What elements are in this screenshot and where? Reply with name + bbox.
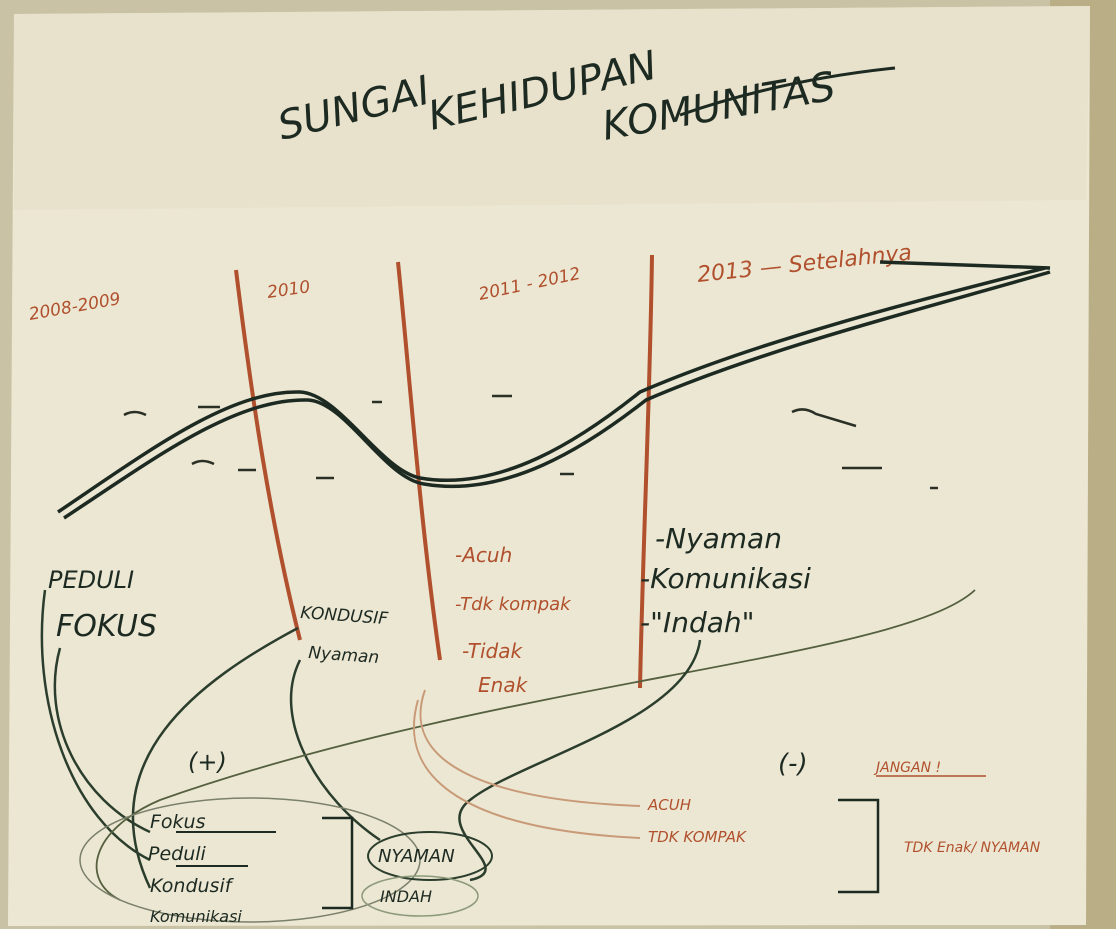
outcome-indah-oval <box>361 875 479 917</box>
ripple <box>191 459 215 466</box>
outcome-indah: INDAH <box>380 887 432 906</box>
river-line-upper <box>57 266 1046 514</box>
word-peduli: PEDULI <box>48 566 134 594</box>
connector-nyaman <box>289 659 381 842</box>
word-nyaman-mid: Nyaman <box>308 643 380 668</box>
life-river <box>57 260 1051 520</box>
center-words: -Acuh -Tdk kompak -Tidak Enak <box>455 543 572 697</box>
divider-2 <box>396 261 442 661</box>
word-tidak-kompak: -Tdk kompak <box>455 594 572 615</box>
title-underline <box>679 66 896 117</box>
ripple <box>123 410 147 417</box>
positive-underlines <box>176 831 276 867</box>
word-nyaman-right: -Nyaman <box>655 522 782 555</box>
positive-item-1: Fokus <box>150 811 206 833</box>
connector-lines <box>40 589 976 901</box>
negative-item-1: ACUH <box>647 796 691 814</box>
middle-words: KONDUSIF Nyaman <box>300 603 389 668</box>
positive-sign: (+) <box>188 748 227 776</box>
paper-fold-shadow <box>14 6 1090 210</box>
river-end-line <box>879 260 1051 270</box>
connector-indah <box>458 639 702 882</box>
period-dividers <box>234 254 654 689</box>
connector-kondusif <box>131 626 299 889</box>
connector-komunikasi <box>95 589 976 901</box>
word-indah: -"Indah" <box>640 606 755 639</box>
positive-bracket <box>322 816 354 910</box>
negative-sign: (-) <box>778 749 808 779</box>
negative-outcome: TDK Enak/ NYAMAN <box>904 840 1041 856</box>
negative-items: ACUH TDK KOMPAK <box>647 796 747 846</box>
positive-item-2: Peduli <box>148 843 207 865</box>
connector-peduli <box>40 589 151 862</box>
connector-acuh <box>419 689 641 807</box>
negative-item-2: TDK KOMPAK <box>648 828 747 846</box>
paper-sheet <box>8 6 1090 926</box>
positive-items: Fokus Peduli Kondusif Komunikasi <box>148 811 242 926</box>
word-acuh: -Acuh <box>455 543 512 567</box>
divider-3 <box>638 254 654 689</box>
river-line-lower <box>63 270 1051 520</box>
word-enak: Enak <box>478 673 529 697</box>
positive-item-4: Komunikasi <box>150 907 242 926</box>
left-words: PEDULI FOKUS <box>48 566 157 644</box>
negative-warning: JANGAN ! <box>873 760 941 776</box>
positive-oval <box>79 797 421 923</box>
ripple <box>791 408 857 428</box>
positive-section: (+) Fokus Peduli Kondusif Komunikasi NYA… <box>79 748 493 926</box>
connector-tdk-kompak <box>412 699 641 839</box>
right-words: -Nyaman -Komunikasi -"Indah" <box>640 522 811 639</box>
outcome-nyaman: NYAMAN <box>378 846 455 867</box>
outcome-nyaman-oval <box>367 831 493 881</box>
positive-item-3: Kondusif <box>150 875 235 897</box>
word-komunikasi: -Komunikasi <box>640 562 811 595</box>
negative-bracket <box>838 798 880 894</box>
divider-1 <box>234 269 302 641</box>
water-ripples <box>123 394 938 490</box>
negative-section: (-) JANGAN ! ACUH TDK KOMPAK TDK Enak/ N… <box>647 749 1041 894</box>
word-fokus: FOKUS <box>56 609 157 644</box>
word-tidak: -Tidak <box>462 639 523 663</box>
